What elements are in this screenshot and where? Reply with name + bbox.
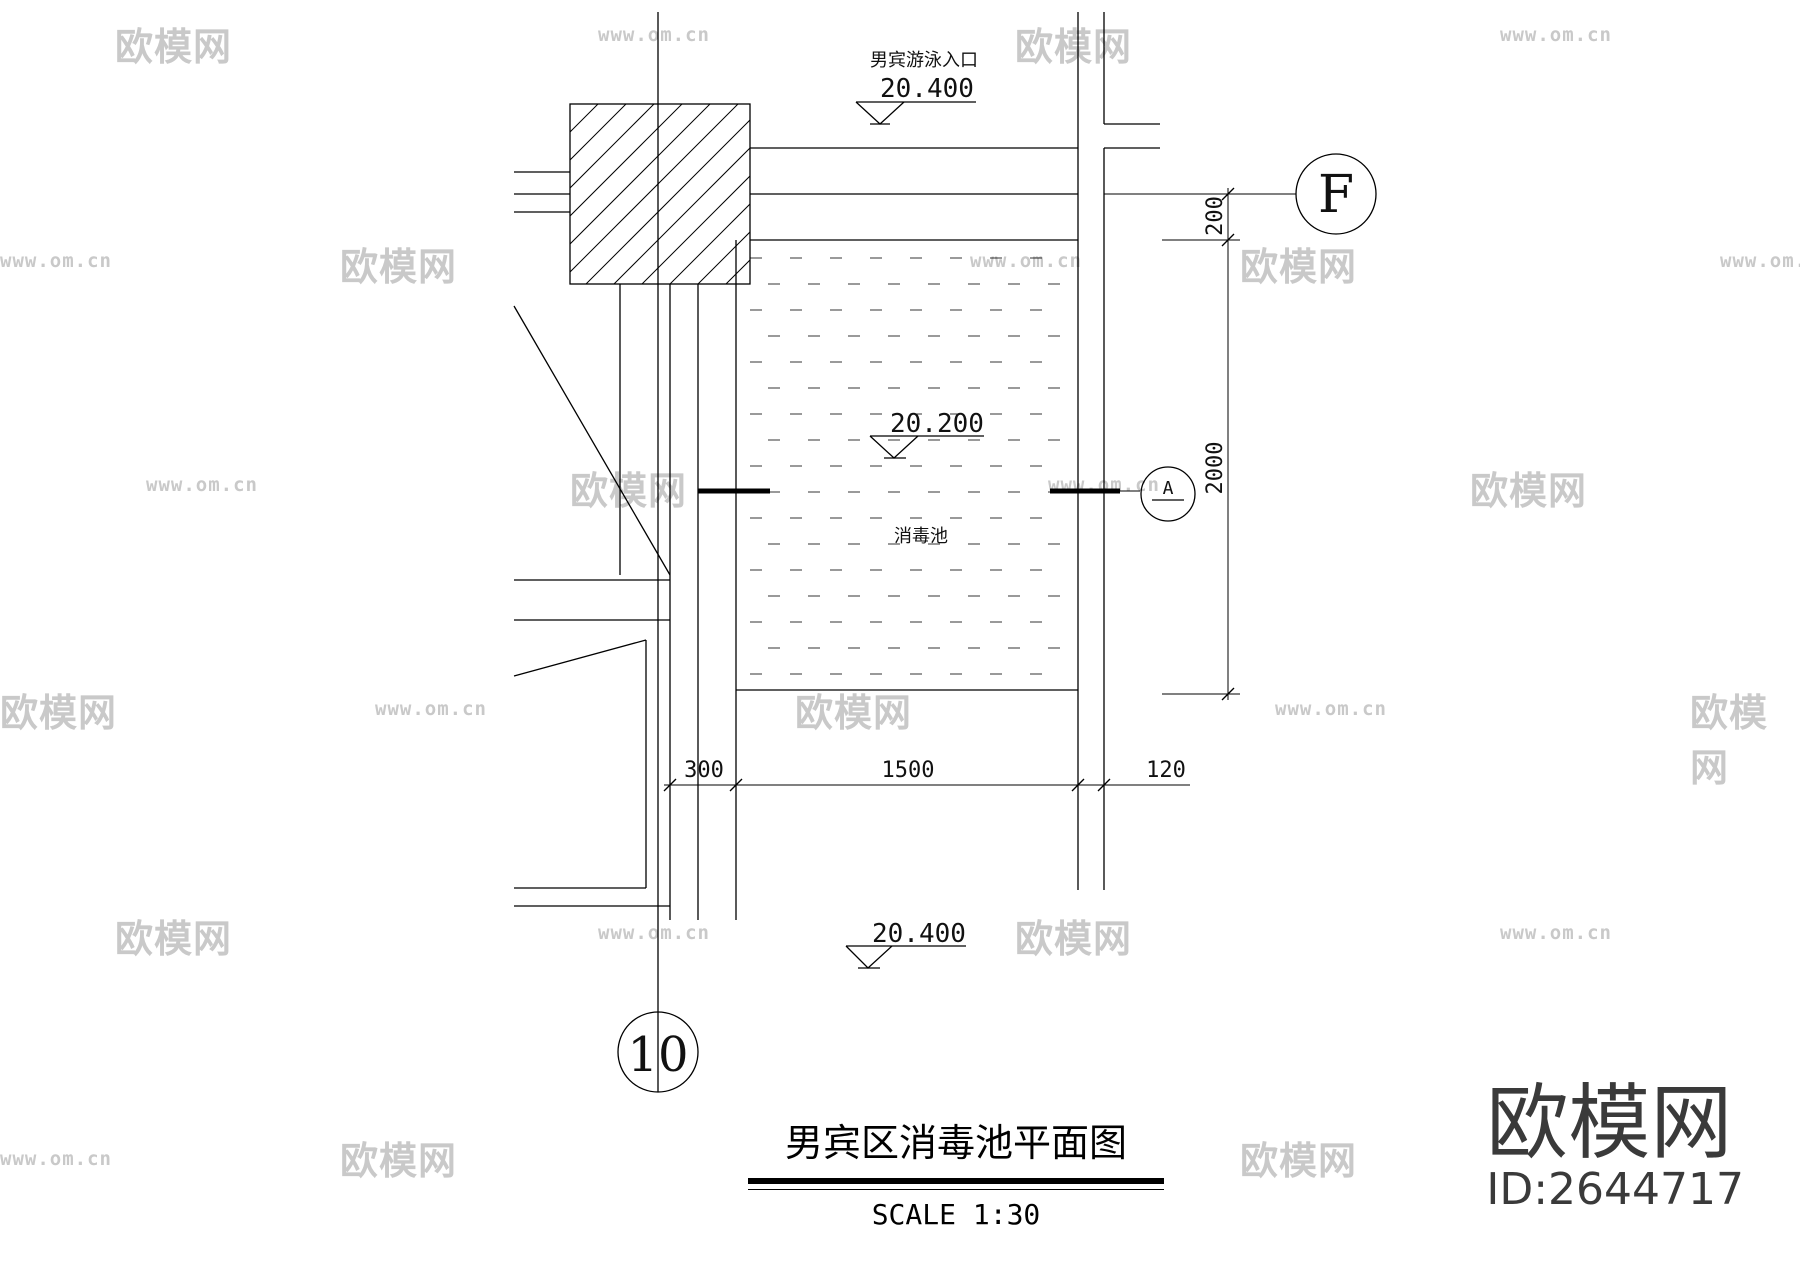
title-underline-thin <box>748 1189 1164 1190</box>
watermark-url: www.om.cn <box>1500 922 1612 944</box>
dimension-horizontal: 300 1500 120 <box>663 758 1190 792</box>
elevation-marker-pool: 20.200 消毒池 <box>869 409 984 547</box>
watermark-url: www.om.cn <box>146 474 258 496</box>
watermark-url: www.om.cn <box>970 250 1082 272</box>
watermark-url: www.om.cn <box>598 922 710 944</box>
watermark-brand: 欧模网 <box>570 469 688 513</box>
watermark-url: www.om.cn <box>375 698 487 720</box>
hatch-line <box>669 203 750 284</box>
watermark-url: www.om.cn <box>1720 250 1800 272</box>
structural-lines <box>657 12 1160 1092</box>
watermark-brand: 欧模网 <box>1015 25 1133 69</box>
hatch-line <box>613 147 750 284</box>
watermark-brand: 欧模网 <box>1240 245 1358 289</box>
dim-2000: 2000 <box>1203 442 1228 495</box>
section-marker-text: A <box>1163 478 1174 499</box>
watermark-url: www.om.cn <box>598 24 710 46</box>
brand-id: ID:2644717 <box>1486 1164 1744 1215</box>
dim-1500: 1500 <box>882 758 935 783</box>
hatch-line <box>570 104 655 189</box>
watermark-brand: 欧模网 <box>115 25 233 69</box>
hatch-line <box>570 104 599 133</box>
watermark-url: www.om.cn <box>1275 698 1387 720</box>
dimension-vertical: 200 2000 <box>1162 187 1240 701</box>
watermark-brand: 欧模网 <box>0 691 118 735</box>
entrance-label: 男宾游泳入口 <box>870 50 978 71</box>
grid-axis-f: F <box>1104 153 1377 235</box>
watermark-brand: 欧模网 <box>1015 917 1133 961</box>
watermark-brand: 欧模网 <box>1690 691 1769 790</box>
watermark-brand: 欧模网 <box>115 917 233 961</box>
watermark-url: www.om.cn <box>1500 24 1612 46</box>
elevation-pool-text: 20.200 <box>890 409 984 439</box>
hatch-line <box>585 119 750 284</box>
wall-lines <box>513 147 1078 920</box>
elevation-top-text: 20.400 <box>880 74 974 104</box>
grid-axis-10-label: 10 <box>627 1027 688 1083</box>
watermark-url: www.om.cn <box>0 1148 112 1170</box>
title-underline-thick <box>748 1178 1164 1184</box>
drawing-title-block: 男宾区消毒池平面图 SCALE 1:30 <box>748 1118 1164 1231</box>
dim-300: 300 <box>684 758 724 783</box>
elevation-bottom-text: 20.400 <box>872 919 966 949</box>
hatch-line <box>570 104 683 217</box>
watermark-brand: 欧模网 <box>1240 1139 1358 1183</box>
hatch-line <box>570 104 627 161</box>
watermark-brand: 欧模网 <box>795 691 913 735</box>
watermark-brand: 欧模网 <box>340 245 458 289</box>
disinfection-pool <box>736 257 1078 691</box>
watermark-brand: 欧模网 <box>340 1139 458 1183</box>
elevation-marker-bottom: 20.400 <box>845 919 966 969</box>
dim-120: 120 <box>1146 758 1186 783</box>
watermark-url: www.om.cn <box>0 250 112 272</box>
dim-200: 200 <box>1203 196 1228 236</box>
brand-block: 欧模网 ID:2644717 <box>1486 1082 1744 1214</box>
drawing-scale: SCALE 1:30 <box>871 1198 1041 1231</box>
hatch-line <box>697 231 750 284</box>
brand-logo: 欧模网 <box>1486 1076 1733 1171</box>
hatch-line <box>570 104 711 245</box>
grid-axis-f-label: F <box>1318 165 1354 225</box>
elevation-marker-top: 20.400 男宾游泳入口 <box>855 50 978 125</box>
watermark-brand: 欧模网 <box>1470 469 1588 513</box>
section-marker-a: A <box>1120 466 1196 522</box>
pool-label: 消毒池 <box>894 526 948 547</box>
grid-axis-10: 10 <box>617 1011 699 1093</box>
drawing-title: 男宾区消毒池平面图 <box>784 1121 1127 1165</box>
hatch-line <box>641 175 750 284</box>
hatch-line <box>570 104 739 273</box>
